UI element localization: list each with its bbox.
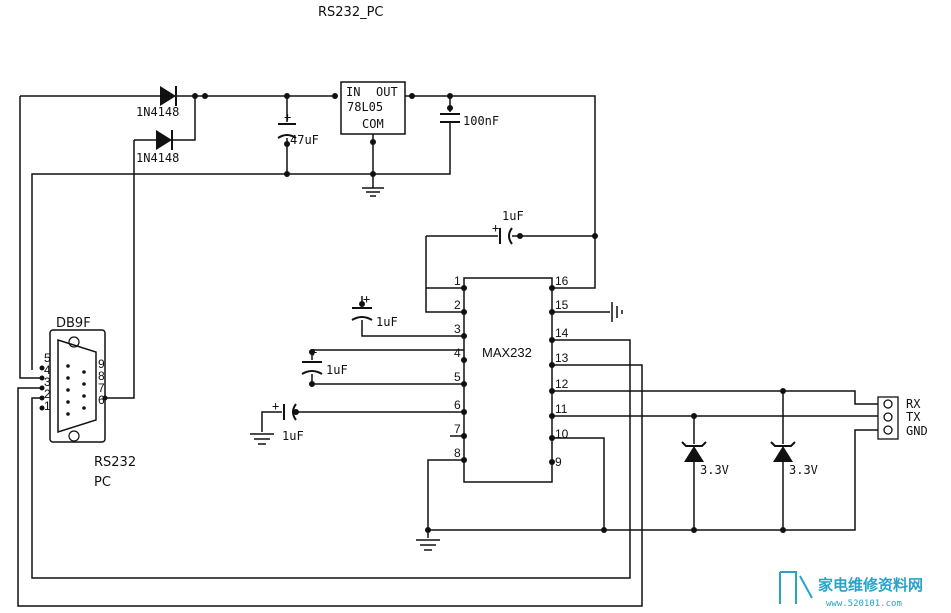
chip-pin-15: 15 [555,298,569,312]
label-tx: TX [906,410,921,424]
chip-pin-5: 5 [454,370,461,384]
wires [17,95,880,607]
label-gnd: GND [906,424,928,438]
junction-dots [39,93,786,533]
wire-pin8 [427,459,464,538]
chip-pin-11: 11 [555,402,568,416]
db9-pin-3: 3 [44,375,51,389]
label-cap-c4: 1uF [282,429,304,443]
header-connector [877,396,899,440]
label-cap-c1: 1uF [502,209,524,223]
cap-c2-symbol [351,307,373,321]
label-cap-47uf: 47uF [290,133,319,147]
wire-pin14 [31,339,631,579]
wire-gnd-rail [31,138,451,370]
chip-pin-9: 9 [555,455,562,469]
site-watermark: 家电维修资料网 www.520101.com [779,571,923,609]
label-rs232: RS232 [94,455,136,470]
wire-diode2 [134,96,196,141]
label-regulator-in: IN [346,85,360,99]
wire-gnd-bottom [428,429,880,531]
wire-pin12 [552,390,880,405]
label-cap-100nf: 100nF [463,114,499,128]
label-diode-bottom: 1N4148 [136,151,179,165]
wire-db9-pin-top [19,96,42,379]
zener-diode-1 [681,441,707,462]
wire-c1 [426,235,596,289]
db9-pin-6: 6 [98,393,105,407]
db9-pin-numbers: 5 4 3 2 1 9 8 7 6 [44,351,105,413]
label-cap-c3: 1uF [326,363,348,377]
label-db9f: DB9F [56,316,91,331]
zener-diode-2 [770,441,796,462]
chip-pin-13: 13 [555,351,569,365]
db9-pin-2: 2 [44,387,51,401]
svg-text:+: + [284,110,291,124]
label-diode-top: 1N4148 [136,105,179,119]
chip-pin-12: 12 [555,377,569,391]
db9-pin-9: 9 [98,357,105,371]
db9-pin-7: 7 [98,381,105,395]
cap-c1-symbol [499,227,513,245]
wire-c1-left [425,236,464,313]
chip-pin-2: 2 [454,298,461,312]
diagram-title: RS232_PC [318,5,384,20]
diode-1n4148-bottom [156,130,173,150]
label-cap-c2: 1uF [376,315,398,329]
chip-pin-14: 14 [555,326,569,340]
db9-connector [49,329,106,443]
label-zener-2: 3.3V [789,463,818,477]
regulator-78l05 [340,81,406,135]
label-regulator-name: 78L05 [347,100,383,114]
svg-text:+: + [310,345,317,359]
wire-pin13 [17,364,643,607]
cap-100nf-symbol [440,113,460,138]
chip-pin-16: 16 [555,274,569,288]
db9-pin-4: 4 [44,363,51,377]
chip-pin-7: 7 [454,422,461,436]
wire-c4 [261,411,464,432]
label-regulator-com: COM [362,117,384,131]
label-pc: PC [94,475,111,490]
watermark-text: 家电维修资料网 [818,576,923,594]
ground-icon [362,187,384,197]
chip-pin-4: 4 [454,346,461,360]
watermark-logo-icon [779,571,813,604]
max232-chip [463,277,553,483]
polarity-marks: + + + + + [272,110,499,413]
wire-pin10 [552,437,605,530]
chip-pin-3: 3 [454,322,461,336]
chip-pin-1: 1 [454,274,461,288]
db9-pin-1: 1 [44,399,51,413]
chip-pin-10: 10 [555,427,569,441]
chip-pin-6: 6 [454,398,461,412]
svg-text:+: + [492,221,499,235]
label-chip: MAX232 [482,345,532,360]
cap-c3-symbol [301,361,323,375]
db9-pin-5: 5 [44,351,51,365]
cap-47uf-symbol [277,123,297,139]
ground-icon [611,302,623,322]
label-regulator-out: OUT [376,85,398,99]
svg-text:+: + [272,399,279,413]
ground-icon [416,539,440,551]
chip-pin-numbers: 1 2 3 4 5 6 7 8 16 15 14 13 12 11 10 9 [454,274,569,469]
wire-db9-pin-right [105,140,135,399]
label-rx: RX [906,397,921,411]
svg-text:+: + [363,292,370,306]
watermark-url: www.520101.com [826,599,902,609]
ground-icon [250,433,274,445]
db9-pin-8: 8 [98,369,105,383]
chip-pin-8: 8 [454,446,461,460]
diode-1n4148-top [160,86,177,106]
label-zener-1: 3.3V [700,463,729,477]
